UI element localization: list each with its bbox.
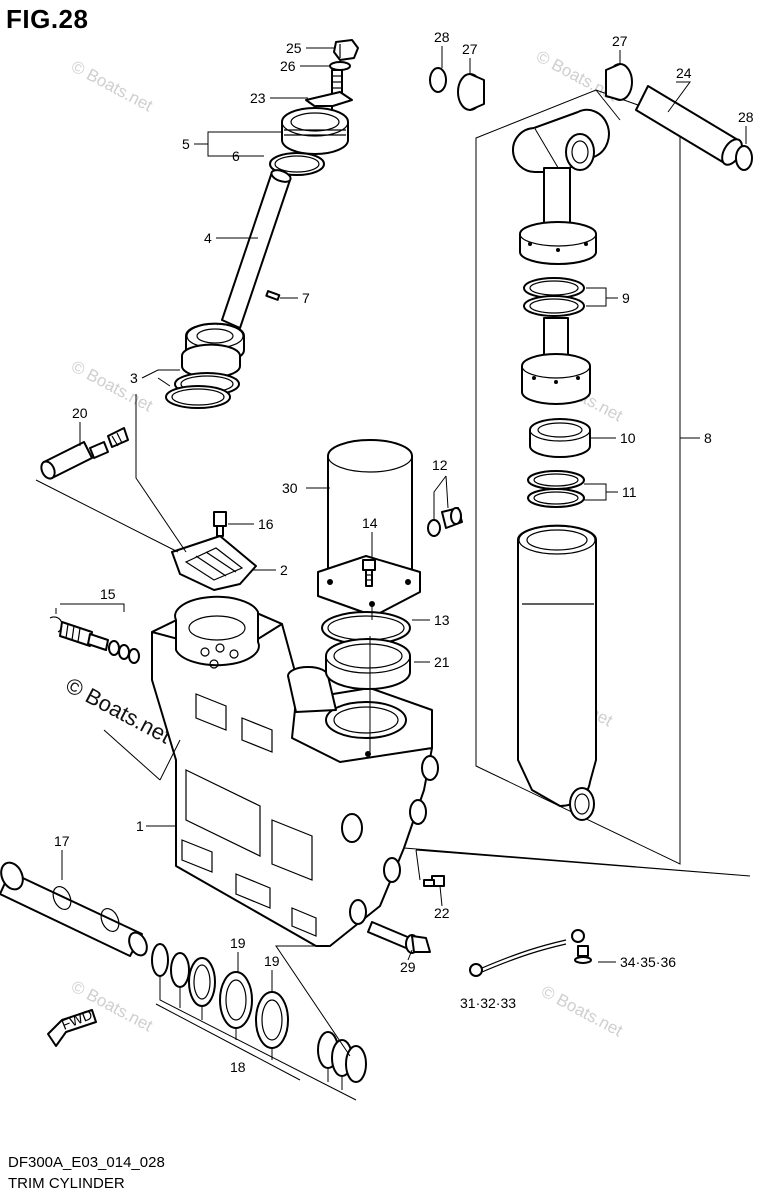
part-ground-cable-icon [469, 929, 585, 977]
part-piston-icon [181, 322, 245, 379]
callout-18: 18 [230, 1059, 246, 1075]
callout-26: 26 [280, 58, 296, 74]
part-bushing-icon [429, 63, 633, 111]
callout-14: 14 [362, 515, 378, 531]
part-screw-icon [574, 945, 592, 964]
callout-28: 28 [434, 29, 450, 45]
callout-34-35-36: 34·35·36 [620, 954, 676, 970]
callout-15: 15 [100, 586, 116, 602]
part-valve-icon [40, 427, 129, 480]
callout-28: 28 [738, 109, 754, 125]
callout-12: 12 [432, 457, 448, 473]
callout-1: 1 [136, 818, 144, 834]
part-bolt-icon [423, 875, 445, 887]
part-bleeder-screw-icon [213, 511, 227, 537]
callout-27: 27 [612, 33, 628, 49]
part-washer-icon [329, 61, 351, 71]
callout-25: 25 [286, 40, 302, 56]
watermark-text: © Boats.net [68, 57, 156, 116]
fwd-arrow-icon: FWD [47, 1006, 97, 1047]
callout-22: 22 [434, 905, 450, 921]
part-seal-ring-icon [325, 638, 411, 690]
callout-5: 5 [182, 136, 190, 152]
callout-19: 19 [264, 953, 280, 969]
callout-17: 17 [54, 833, 70, 849]
callout-11: 11 [622, 484, 637, 500]
part-screw-icon [362, 559, 376, 587]
part-manual-valve-icon [49, 616, 140, 664]
callout-23: 23 [250, 90, 266, 106]
callout-3: 3 [130, 370, 138, 386]
part-tilt-pin-icon [635, 85, 753, 171]
callout-8: 8 [704, 430, 712, 446]
part-anode-shaft-icon [0, 861, 148, 957]
watermark-text: © Boats.net [538, 982, 626, 1041]
callout-2: 2 [280, 562, 288, 578]
part-pin-icon [265, 290, 281, 301]
diagram-caption: TRIM CYLINDER [8, 1175, 125, 1192]
part-bolt-icon [367, 921, 431, 954]
callout-24: 24 [676, 65, 692, 81]
part-trim-housing-icon [151, 595, 439, 947]
leader-lines [35, 46, 751, 1101]
callout-31-32-33: 31·32·33 [460, 995, 516, 1011]
part-cylinder-cap-icon [281, 107, 349, 155]
callout-27: 27 [462, 41, 478, 57]
part-nut-icon [333, 39, 359, 61]
callout-20: 20 [72, 405, 88, 421]
callout-30: 30 [282, 480, 298, 496]
part-washer-set-icon [151, 943, 367, 1083]
callout-9: 9 [622, 290, 630, 306]
callout-10: 10 [620, 430, 636, 446]
callout-16: 16 [258, 516, 274, 532]
part-piston-rod-icon [221, 169, 292, 329]
callout-7: 7 [302, 290, 310, 306]
part-manifold-plate-icon [171, 535, 257, 591]
part-o-ring-icon [165, 385, 231, 409]
callout-4: 4 [204, 230, 212, 246]
diagram-code: DF300A_E03_014_028 [8, 1154, 165, 1171]
part-plug-icon [427, 507, 463, 537]
part-o-ring-icon [269, 152, 325, 176]
callout-13: 13 [434, 612, 450, 628]
callout-19: 19 [230, 935, 246, 951]
part-tilt-cylinder-assembly-icon [475, 89, 681, 865]
callout-21: 21 [434, 654, 450, 670]
upper-rod-assembly [165, 39, 359, 409]
callout-29: 29 [400, 959, 416, 975]
callout-6: 6 [232, 148, 240, 164]
callout-labels: 25 26 23 5 6 4 7 3 20 16 2 15 30 14 13 2… [54, 29, 754, 1075]
figure-title: FIG.28 [6, 4, 89, 34]
